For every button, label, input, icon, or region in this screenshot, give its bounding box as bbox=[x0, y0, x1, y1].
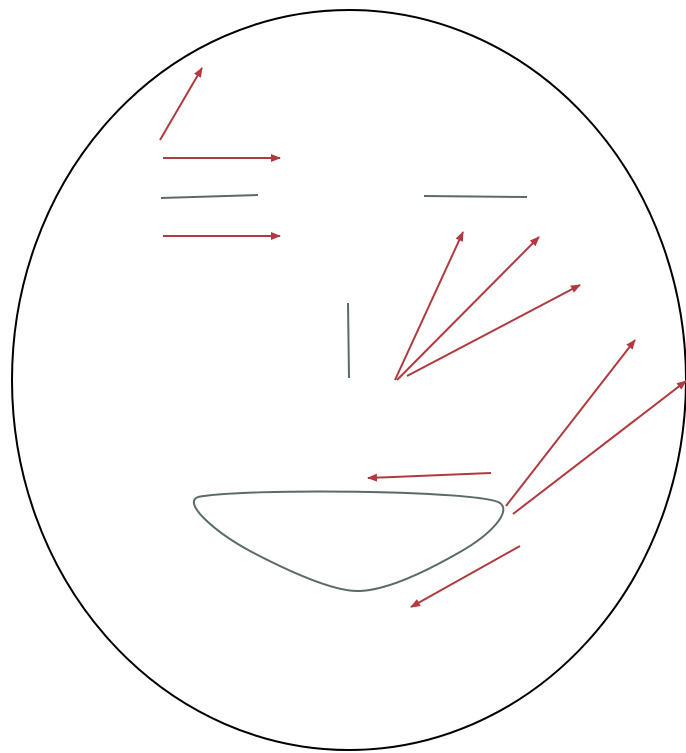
arrow-8 bbox=[513, 381, 686, 514]
mouth-shape bbox=[194, 491, 503, 591]
arrow-7 bbox=[506, 340, 635, 506]
arrow-4 bbox=[395, 232, 463, 380]
left-eye-line bbox=[161, 195, 258, 198]
nose-line bbox=[348, 303, 349, 378]
right-eye-line bbox=[424, 196, 527, 197]
arrow-5 bbox=[397, 237, 539, 380]
arrow-1 bbox=[160, 68, 202, 140]
arrows-group bbox=[160, 68, 686, 607]
arrow-9 bbox=[368, 473, 491, 478]
arrow-10 bbox=[411, 546, 520, 607]
face-outline bbox=[12, 10, 686, 750]
